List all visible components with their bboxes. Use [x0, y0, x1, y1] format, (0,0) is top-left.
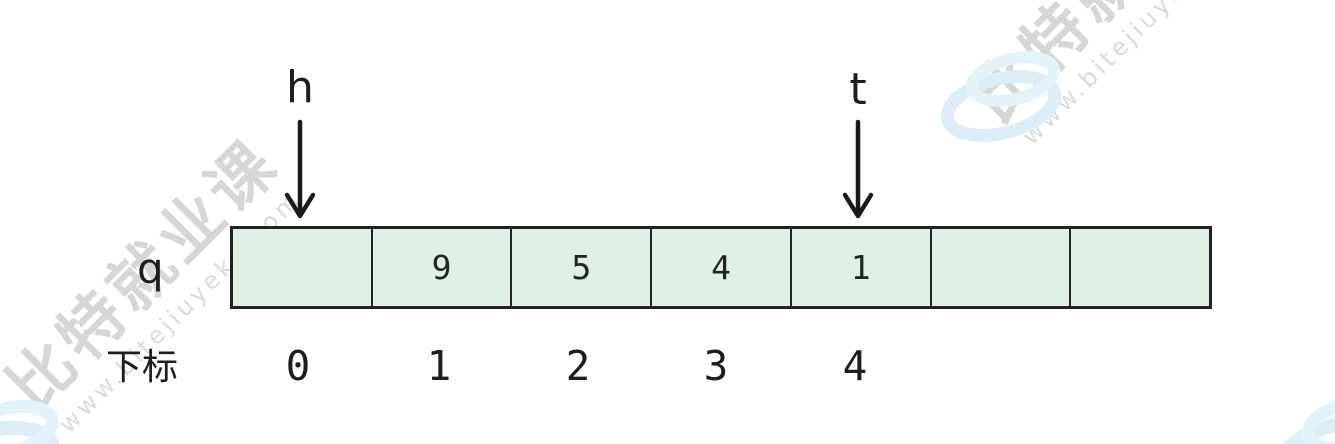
index-value-3: 3: [703, 342, 729, 390]
head-pointer-arrow-icon: [284, 119, 316, 219]
watermark-brand-text: 比特就业课: [920, 0, 1295, 175]
index-value-2: 2: [565, 342, 591, 390]
index-value-1: 1: [426, 342, 452, 390]
watermark-rings-icon: [940, 51, 1062, 142]
array-cell-4: 1: [789, 229, 930, 306]
array-cell-5: [929, 229, 1070, 306]
cell-value: 1: [850, 248, 871, 287]
watermark-rings-icon: [0, 399, 60, 444]
queue-array: 9 5 4 1: [230, 226, 1212, 309]
cell-value: 4: [711, 248, 731, 287]
array-cell-0: [233, 229, 371, 306]
array-cell-1: 9: [370, 229, 511, 306]
watermark-top-right: 比特就业课 www.bitejiuyeke.com: [920, 0, 1316, 196]
watermark-url-text: www.bitejiuyeke.com: [1016, 0, 1271, 151]
head-pointer-label: h: [286, 62, 314, 113]
watermark-rings-icon: [1273, 393, 1335, 444]
array-name-label: q: [137, 244, 164, 293]
tail-pointer-arrow-icon: [842, 119, 874, 219]
tail-pointer-label: t: [849, 64, 867, 115]
array-cell-2: 5: [510, 229, 651, 306]
index-value-4: 4: [842, 342, 868, 390]
cell-value: 9: [431, 248, 452, 287]
index-value-0: 0: [285, 342, 311, 390]
array-cell-6: [1069, 229, 1210, 306]
array-cell-3: 4: [650, 229, 790, 306]
cell-value: 5: [571, 248, 592, 287]
index-row-label: 下标: [106, 347, 179, 388]
